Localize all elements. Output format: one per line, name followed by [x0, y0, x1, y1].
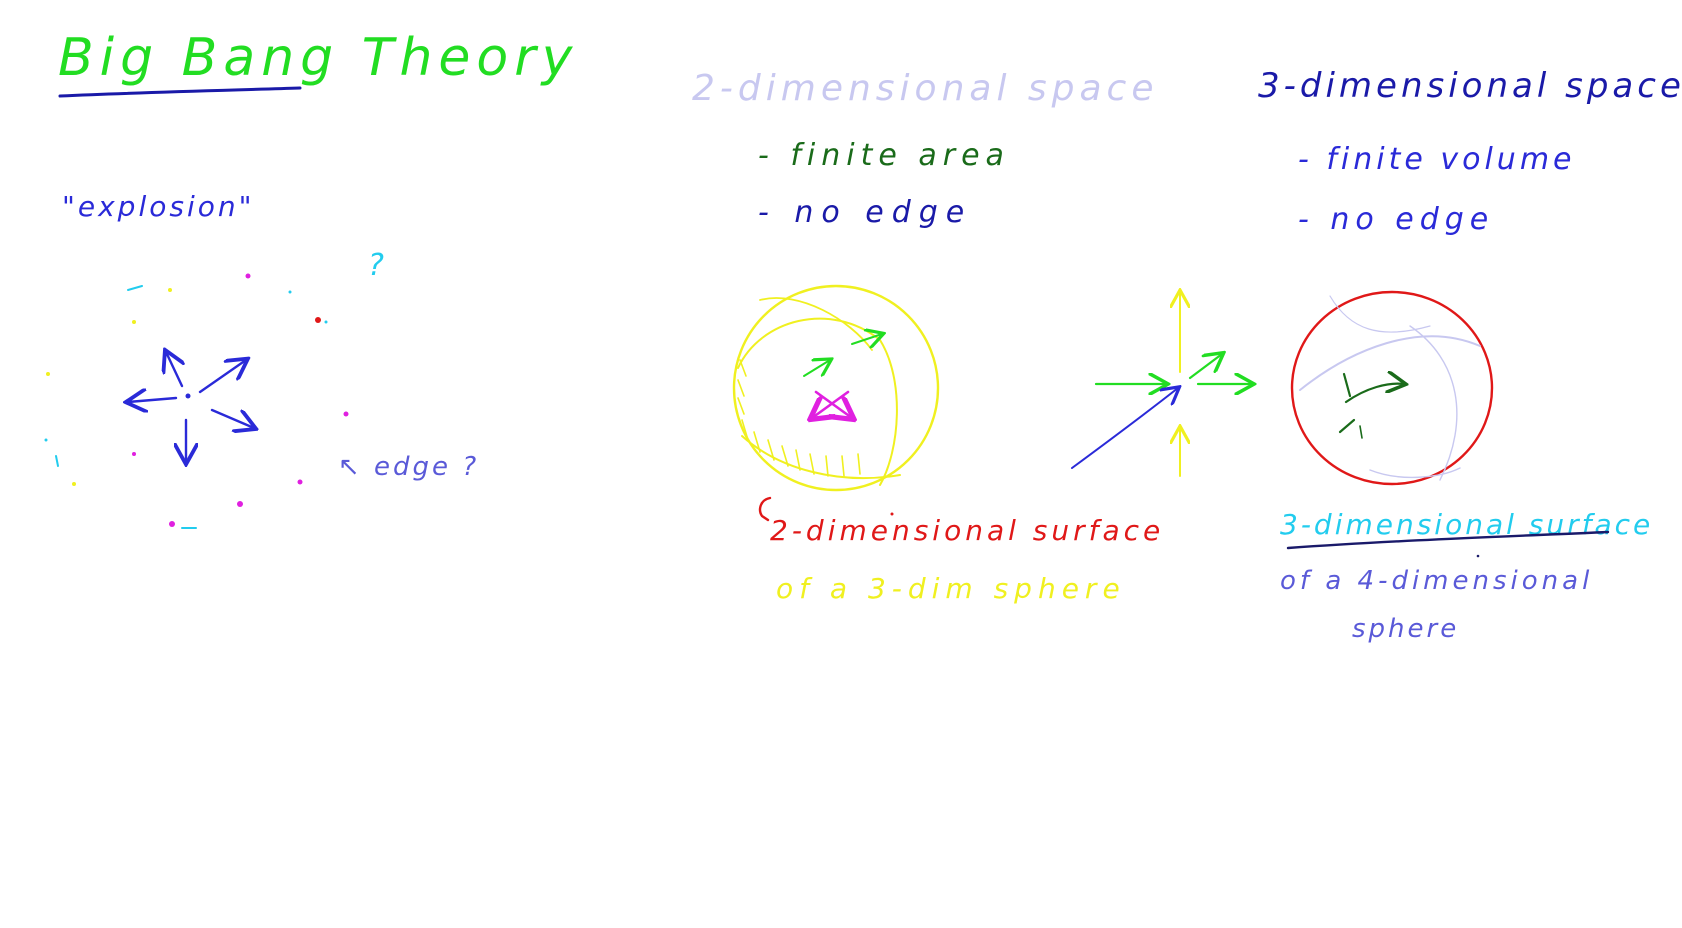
explosion-particles: [44, 273, 349, 529]
explosion-label: "explosion": [62, 190, 255, 223]
space-2d-heading: 2-dimensional space: [692, 68, 1159, 109]
surface-2d-of-sphere: of a 3-dim sphere: [776, 572, 1126, 605]
sphere-2d-drawing: [732, 284, 940, 522]
surface-3d-sphere-word: sphere: [1352, 614, 1460, 644]
edge-question-label: ↖ edge ?: [338, 452, 480, 482]
sphere-3d-drawing: [1290, 290, 1494, 486]
title-text: Big Bang Theory: [58, 28, 579, 88]
space-3d-no-edge: - no edge: [1298, 202, 1495, 237]
space-3d-finite-volume: - finite volume: [1298, 142, 1576, 177]
title-underline: [58, 86, 302, 98]
space-2d-finite-area: - finite area: [758, 138, 1010, 173]
surface-3d-underline: [1286, 530, 1610, 550]
space-2d-no-edge: - no edge: [758, 195, 973, 230]
space-3d-heading: 3-dimensional space: [1258, 66, 1682, 106]
axes-diagram: [1071, 292, 1252, 477]
surface-3d-of-sphere: of a 4-dimensional: [1280, 566, 1594, 596]
surface-2d-label: 2-dimensional surface: [770, 514, 1165, 547]
question-mark-label: ?: [368, 248, 387, 283]
explosion-arrows: [128, 352, 254, 462]
surface-3d-label: 3-dimensional surface: [1280, 508, 1654, 541]
